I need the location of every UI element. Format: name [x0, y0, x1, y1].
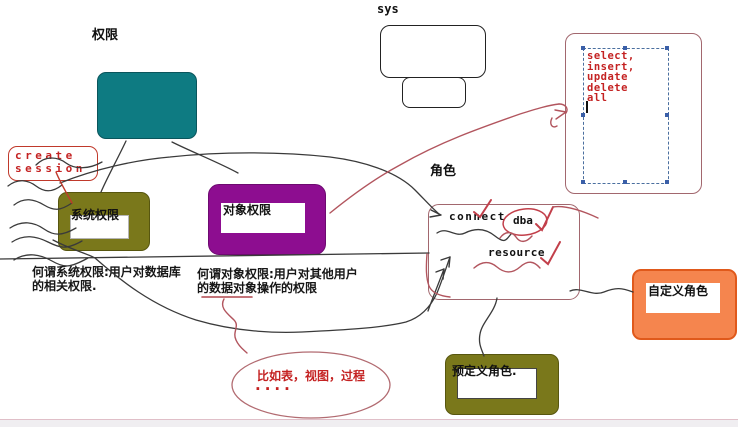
- selection-handle[interactable]: [581, 113, 585, 117]
- check-icon: [540, 241, 561, 266]
- selection-handle[interactable]: [623, 180, 627, 184]
- example-text-line2: ....: [255, 376, 294, 394]
- privilege-line: all: [587, 92, 608, 104]
- arrowhead: [435, 268, 445, 280]
- resource-role-label: resource: [488, 246, 545, 259]
- bottom-hairline: [0, 419, 738, 420]
- permission-teal-box: [97, 72, 197, 139]
- privilege-line: select,: [587, 50, 635, 62]
- selection-handle[interactable]: [623, 46, 627, 50]
- object-privilege-note: 何谓对象权限:用户对其他用户 的数据对象操作的权限: [197, 267, 358, 295]
- curve-object-to-privileges: [329, 103, 560, 214]
- permissions-label: 权限: [92, 28, 119, 43]
- red-sketch-lines: [55, 103, 599, 419]
- system-privilege-label: 系统权限: [71, 208, 120, 222]
- privilege-text[interactable]: select, insert, update delete all: [587, 51, 635, 104]
- squiggle-line: [11, 236, 83, 248]
- sys-small-rect: [402, 77, 466, 108]
- selection-handle[interactable]: [665, 46, 669, 50]
- squiggle-line: [7, 180, 63, 192]
- selection-handle[interactable]: [665, 113, 669, 117]
- role-corner-stroke: [425, 253, 451, 298]
- scribble: [550, 117, 558, 128]
- dba-squiggle: [499, 231, 533, 243]
- sweep-curve: [52, 239, 451, 334]
- line-teal-to-system: [100, 140, 127, 193]
- squiggle-to-ellipse: [221, 298, 248, 354]
- line-teal-to-object: [171, 141, 239, 174]
- privilege-line: update: [587, 71, 628, 83]
- example-ellipse: [231, 351, 391, 419]
- check-icon: [535, 206, 554, 232]
- privilege-line: delete: [587, 81, 628, 94]
- bottom-strip: [0, 420, 738, 427]
- text-cursor: [586, 101, 588, 113]
- example-text-line1: 比如表，视图，过程: [257, 369, 366, 383]
- connect-role-label: connect: [449, 210, 506, 223]
- connector-role-to-predefined: [478, 297, 498, 357]
- curve-to-connect: [59, 152, 440, 215]
- selection-handle[interactable]: [665, 180, 669, 184]
- horizontal-line: [0, 252, 430, 260]
- custom-role-inner-rect: [646, 283, 720, 313]
- privilege-frame: [565, 33, 702, 194]
- squiggle-line: [9, 222, 77, 235]
- role-label: 角色: [430, 164, 457, 179]
- create-session-callout: [8, 146, 98, 181]
- privilege-line: insert,: [587, 60, 635, 73]
- dba-role-label: dba: [513, 214, 533, 227]
- system-privilege-inner-rect: [70, 215, 129, 239]
- squiggle-line: [13, 199, 73, 210]
- resource-wavy-underline: [473, 261, 541, 273]
- check-tail: [552, 205, 599, 219]
- arrowhead: [429, 209, 442, 218]
- predefined-role-label: 预定义角色.: [452, 364, 517, 378]
- system-privilege-note: 何谓系统权限:用户对数据库 的相关权限.: [32, 265, 181, 293]
- squiggle-line: [13, 254, 89, 267]
- arrow-up-stroke: [427, 268, 445, 312]
- arrowhead: [440, 256, 451, 268]
- connector-role-to-custom: [569, 287, 634, 294]
- arrowhead: [554, 103, 568, 120]
- object-privilege-label: 对象权限: [223, 203, 272, 217]
- squiggle-line: [35, 157, 103, 169]
- sys-label: sys: [377, 2, 399, 16]
- check-icon: [473, 199, 492, 219]
- connect-underline-squiggle: [436, 228, 512, 242]
- predefined-role-inner-rect: [457, 368, 537, 399]
- object-privilege-inner-rect: [221, 203, 305, 233]
- selection-handle[interactable]: [581, 180, 585, 184]
- selection-handle[interactable]: [581, 46, 585, 50]
- sys-big-rect: [380, 25, 486, 78]
- custom-role-label: 自定义角色: [648, 284, 709, 298]
- create-session-pointer: [55, 171, 73, 204]
- black-sketch-lines: [0, 140, 634, 357]
